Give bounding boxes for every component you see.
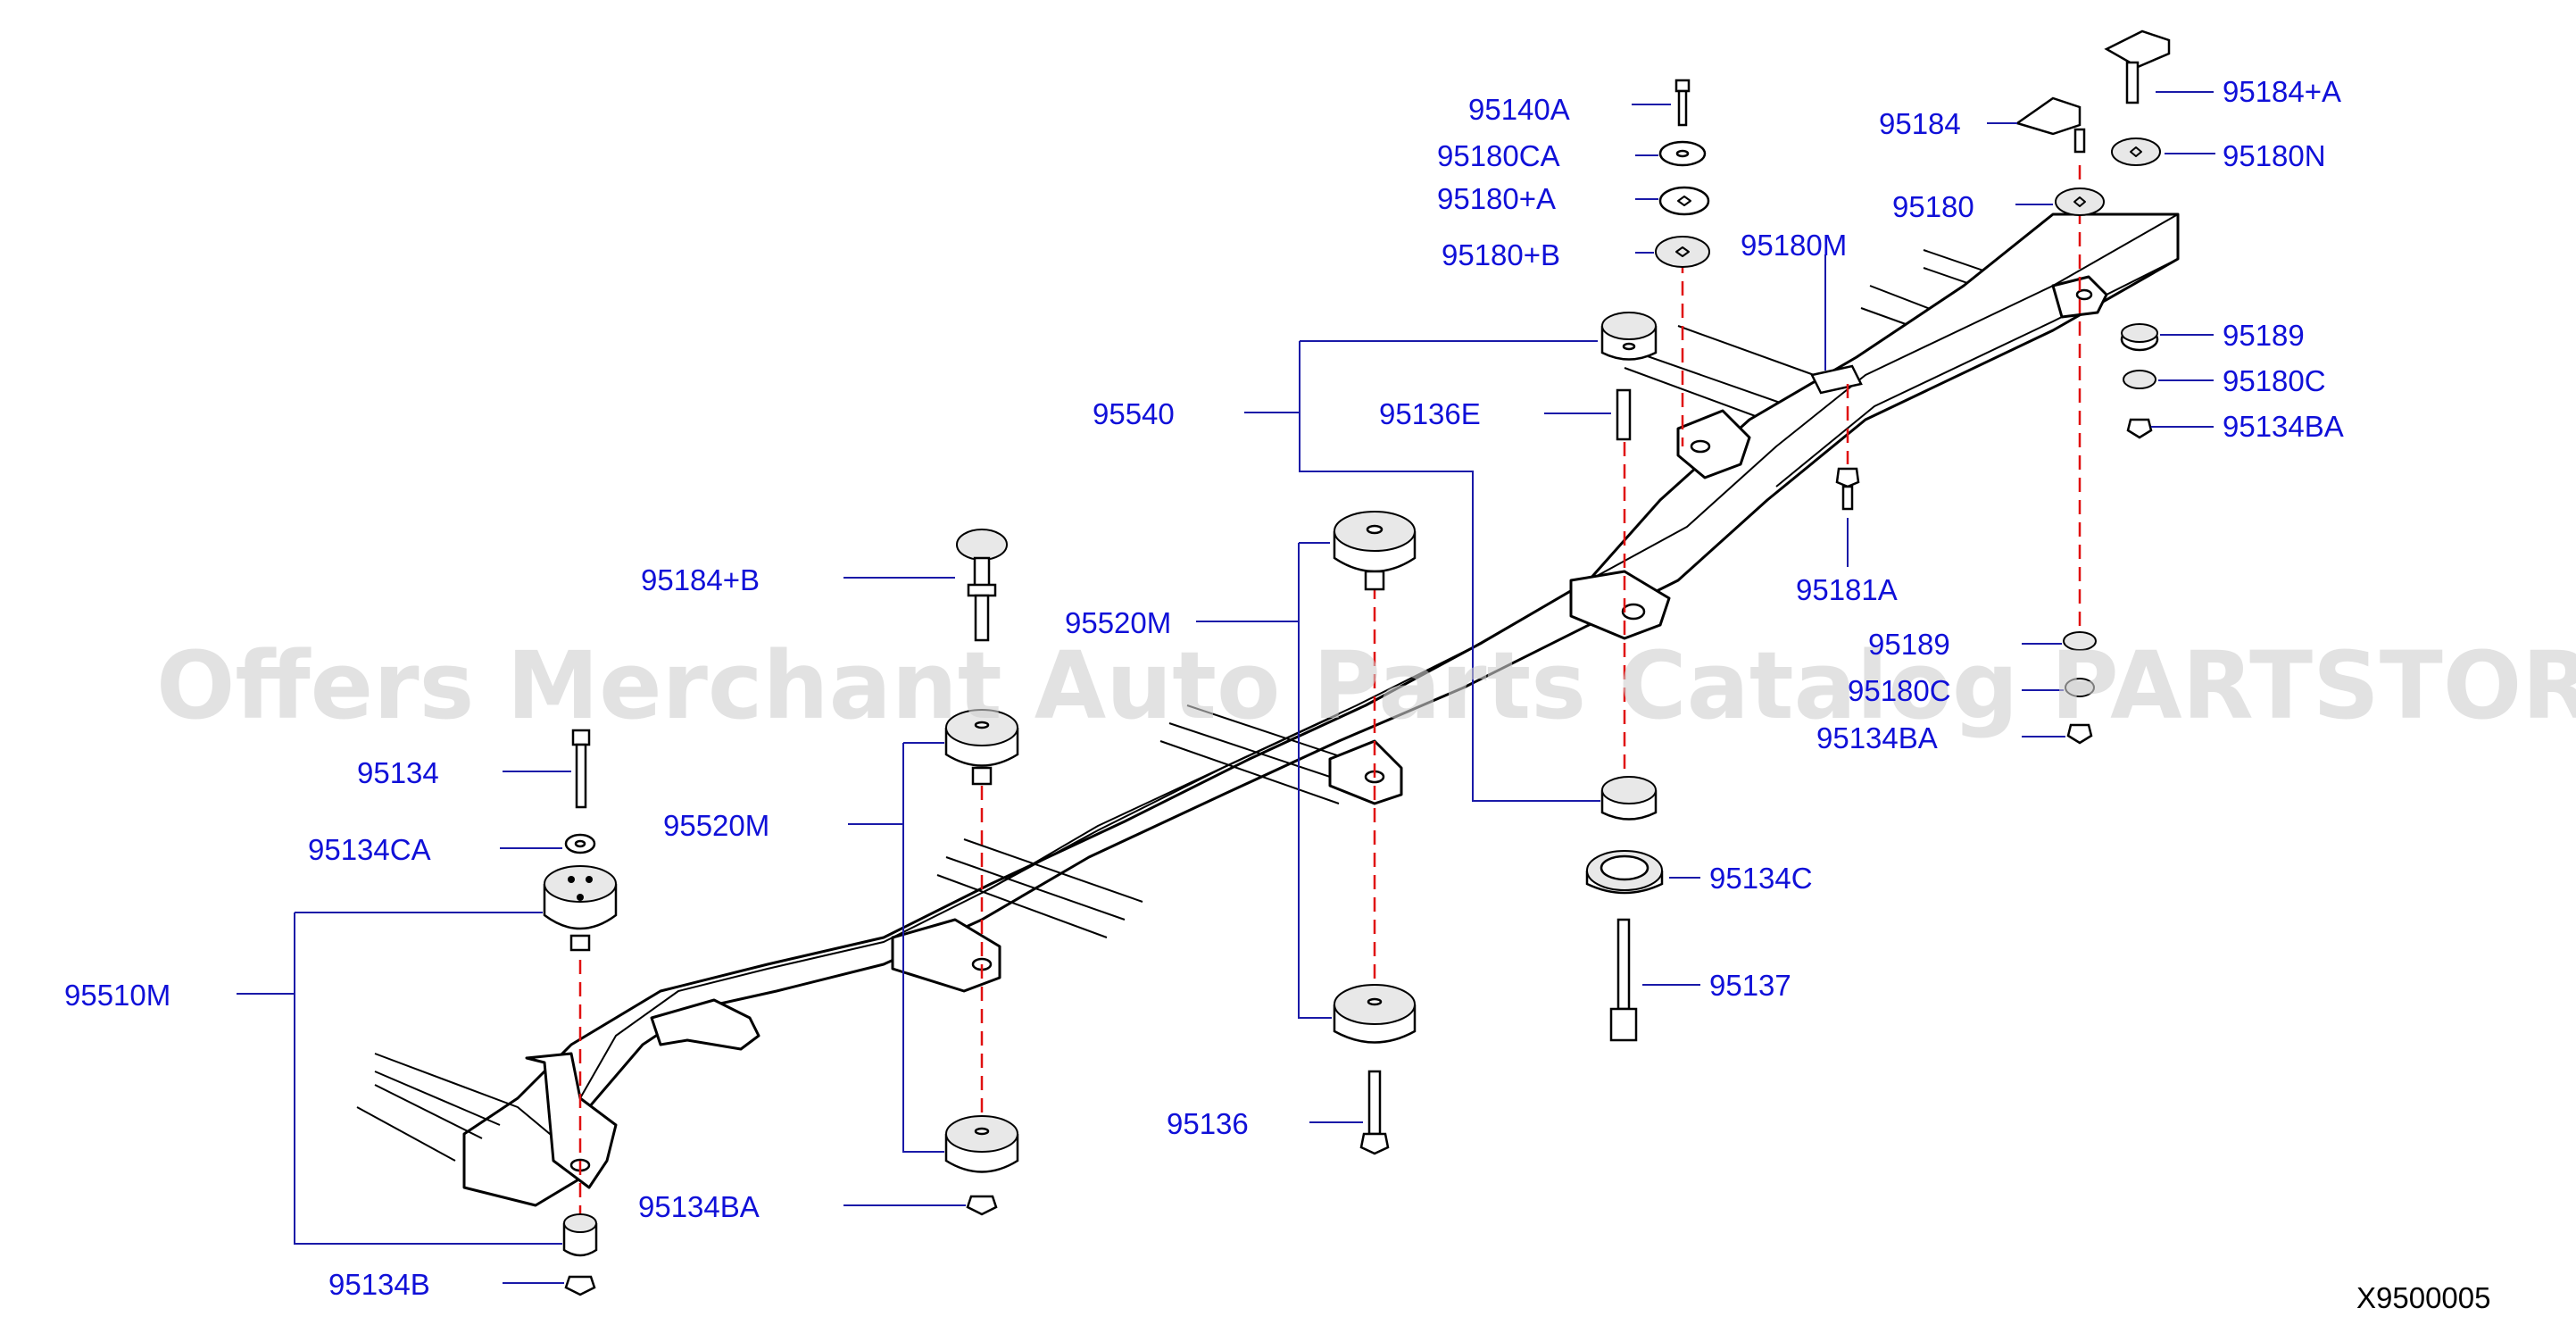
label-95180B[interactable]: 95180+B xyxy=(1442,238,1560,271)
label-95136[interactable]: 95136 xyxy=(1167,1107,1249,1140)
washer-95180B-icon xyxy=(1655,236,1710,268)
watermark-text: Offers Merchant Auto Parts Catalog PARTS… xyxy=(156,631,2576,740)
mount-95510M-icon xyxy=(543,865,618,952)
bolt-95181A-icon xyxy=(1835,467,1860,511)
washer-95180N-icon xyxy=(2111,138,2161,166)
mount-95520M-upper-icon xyxy=(1333,511,1417,591)
bolt-95136-icon xyxy=(1359,1070,1390,1155)
label-95184B[interactable]: 95184+B xyxy=(641,563,760,596)
label-95180M[interactable]: 95180M xyxy=(1741,229,1847,262)
label-95189-top[interactable]: 95189 xyxy=(2223,319,2305,352)
label-95134[interactable]: 95134 xyxy=(357,756,439,789)
label-95134BA-mid[interactable]: 95134BA xyxy=(1816,721,1938,754)
frame-rail xyxy=(356,212,2180,1207)
label-95520M-upper[interactable]: 95520M xyxy=(1065,606,1171,639)
washer-95180C-icon xyxy=(2123,370,2156,389)
washer-95180-icon xyxy=(2055,188,2105,216)
mount-95520M-upper-bottom-icon xyxy=(1333,984,1417,1044)
bushing-95134B-icon xyxy=(562,1213,598,1257)
washer-95134C-icon xyxy=(1585,850,1664,895)
label-95134BA-top[interactable]: 95134BA xyxy=(2223,410,2344,443)
mount-95540-lower-icon xyxy=(1600,776,1658,821)
label-95184[interactable]: 95184 xyxy=(1879,107,1961,140)
label-95180A[interactable]: 95180+A xyxy=(1437,182,1556,215)
parts xyxy=(543,29,2171,1296)
bushing-95189-icon xyxy=(2120,323,2159,352)
label-95136E[interactable]: 95136E xyxy=(1379,397,1481,430)
label-95134BA-low[interactable]: 95134BA xyxy=(638,1190,760,1223)
nut-95134BA-low-icon xyxy=(966,1195,998,1216)
label-95520M-lower[interactable]: 95520M xyxy=(663,809,769,842)
part-labels: 95140A 95180CA 95180+A 95180+B 95180M 95… xyxy=(64,75,2344,1301)
clip-95184-icon xyxy=(2015,96,2086,154)
bushing-95189-mid-icon xyxy=(2063,631,2097,651)
washer-95180CA-icon xyxy=(1658,140,1707,167)
label-95184A[interactable]: 95184+A xyxy=(2223,75,2341,108)
nut-95134BA-mid-icon xyxy=(2066,723,2093,745)
label-95180CA[interactable]: 95180CA xyxy=(1437,139,1560,172)
bolt-95137-icon xyxy=(1609,918,1638,1042)
washer-95134CA-icon xyxy=(564,833,596,854)
nut-95134B-icon xyxy=(564,1275,596,1296)
label-95510M[interactable]: 95510M xyxy=(64,979,170,1012)
mount-95520M-lower-bottom-icon xyxy=(944,1115,1019,1173)
label-95189-mid[interactable]: 95189 xyxy=(1868,628,1950,661)
bolt-95140A-icon xyxy=(1674,79,1691,127)
label-95134B[interactable]: 95134B xyxy=(328,1268,430,1301)
centerlines xyxy=(578,165,2082,1214)
label-95137[interactable]: 95137 xyxy=(1709,969,1791,1002)
label-95134CA[interactable]: 95134CA xyxy=(308,833,431,866)
label-95140A[interactable]: 95140A xyxy=(1468,93,1570,126)
label-95180C-mid[interactable]: 95180C xyxy=(1848,674,1951,707)
label-95540[interactable]: 95540 xyxy=(1093,397,1175,430)
label-95181A[interactable]: 95181A xyxy=(1796,573,1898,606)
bolt-95134-icon xyxy=(571,729,591,809)
nut-95134BA-top-icon xyxy=(2126,418,2153,439)
label-95134C[interactable]: 95134C xyxy=(1709,862,1813,895)
mount-95520M-lower-top-icon xyxy=(944,709,1019,786)
label-95180C-top[interactable]: 95180C xyxy=(2223,364,2326,397)
diagram-code: X9500005 xyxy=(2356,1281,2490,1314)
pin-95136E-icon xyxy=(1616,388,1632,441)
washer-95180C-mid-icon xyxy=(2065,678,2095,697)
bolt-95184B-icon xyxy=(956,529,1008,642)
label-95180N[interactable]: 95180N xyxy=(2223,139,2326,172)
washer-95180A-icon xyxy=(1658,186,1710,216)
label-95180[interactable]: 95180 xyxy=(1892,190,1974,223)
mount-95540-top-icon xyxy=(1600,312,1658,361)
clip-95184A-icon xyxy=(2104,29,2171,104)
leader-lines xyxy=(237,91,2215,1284)
